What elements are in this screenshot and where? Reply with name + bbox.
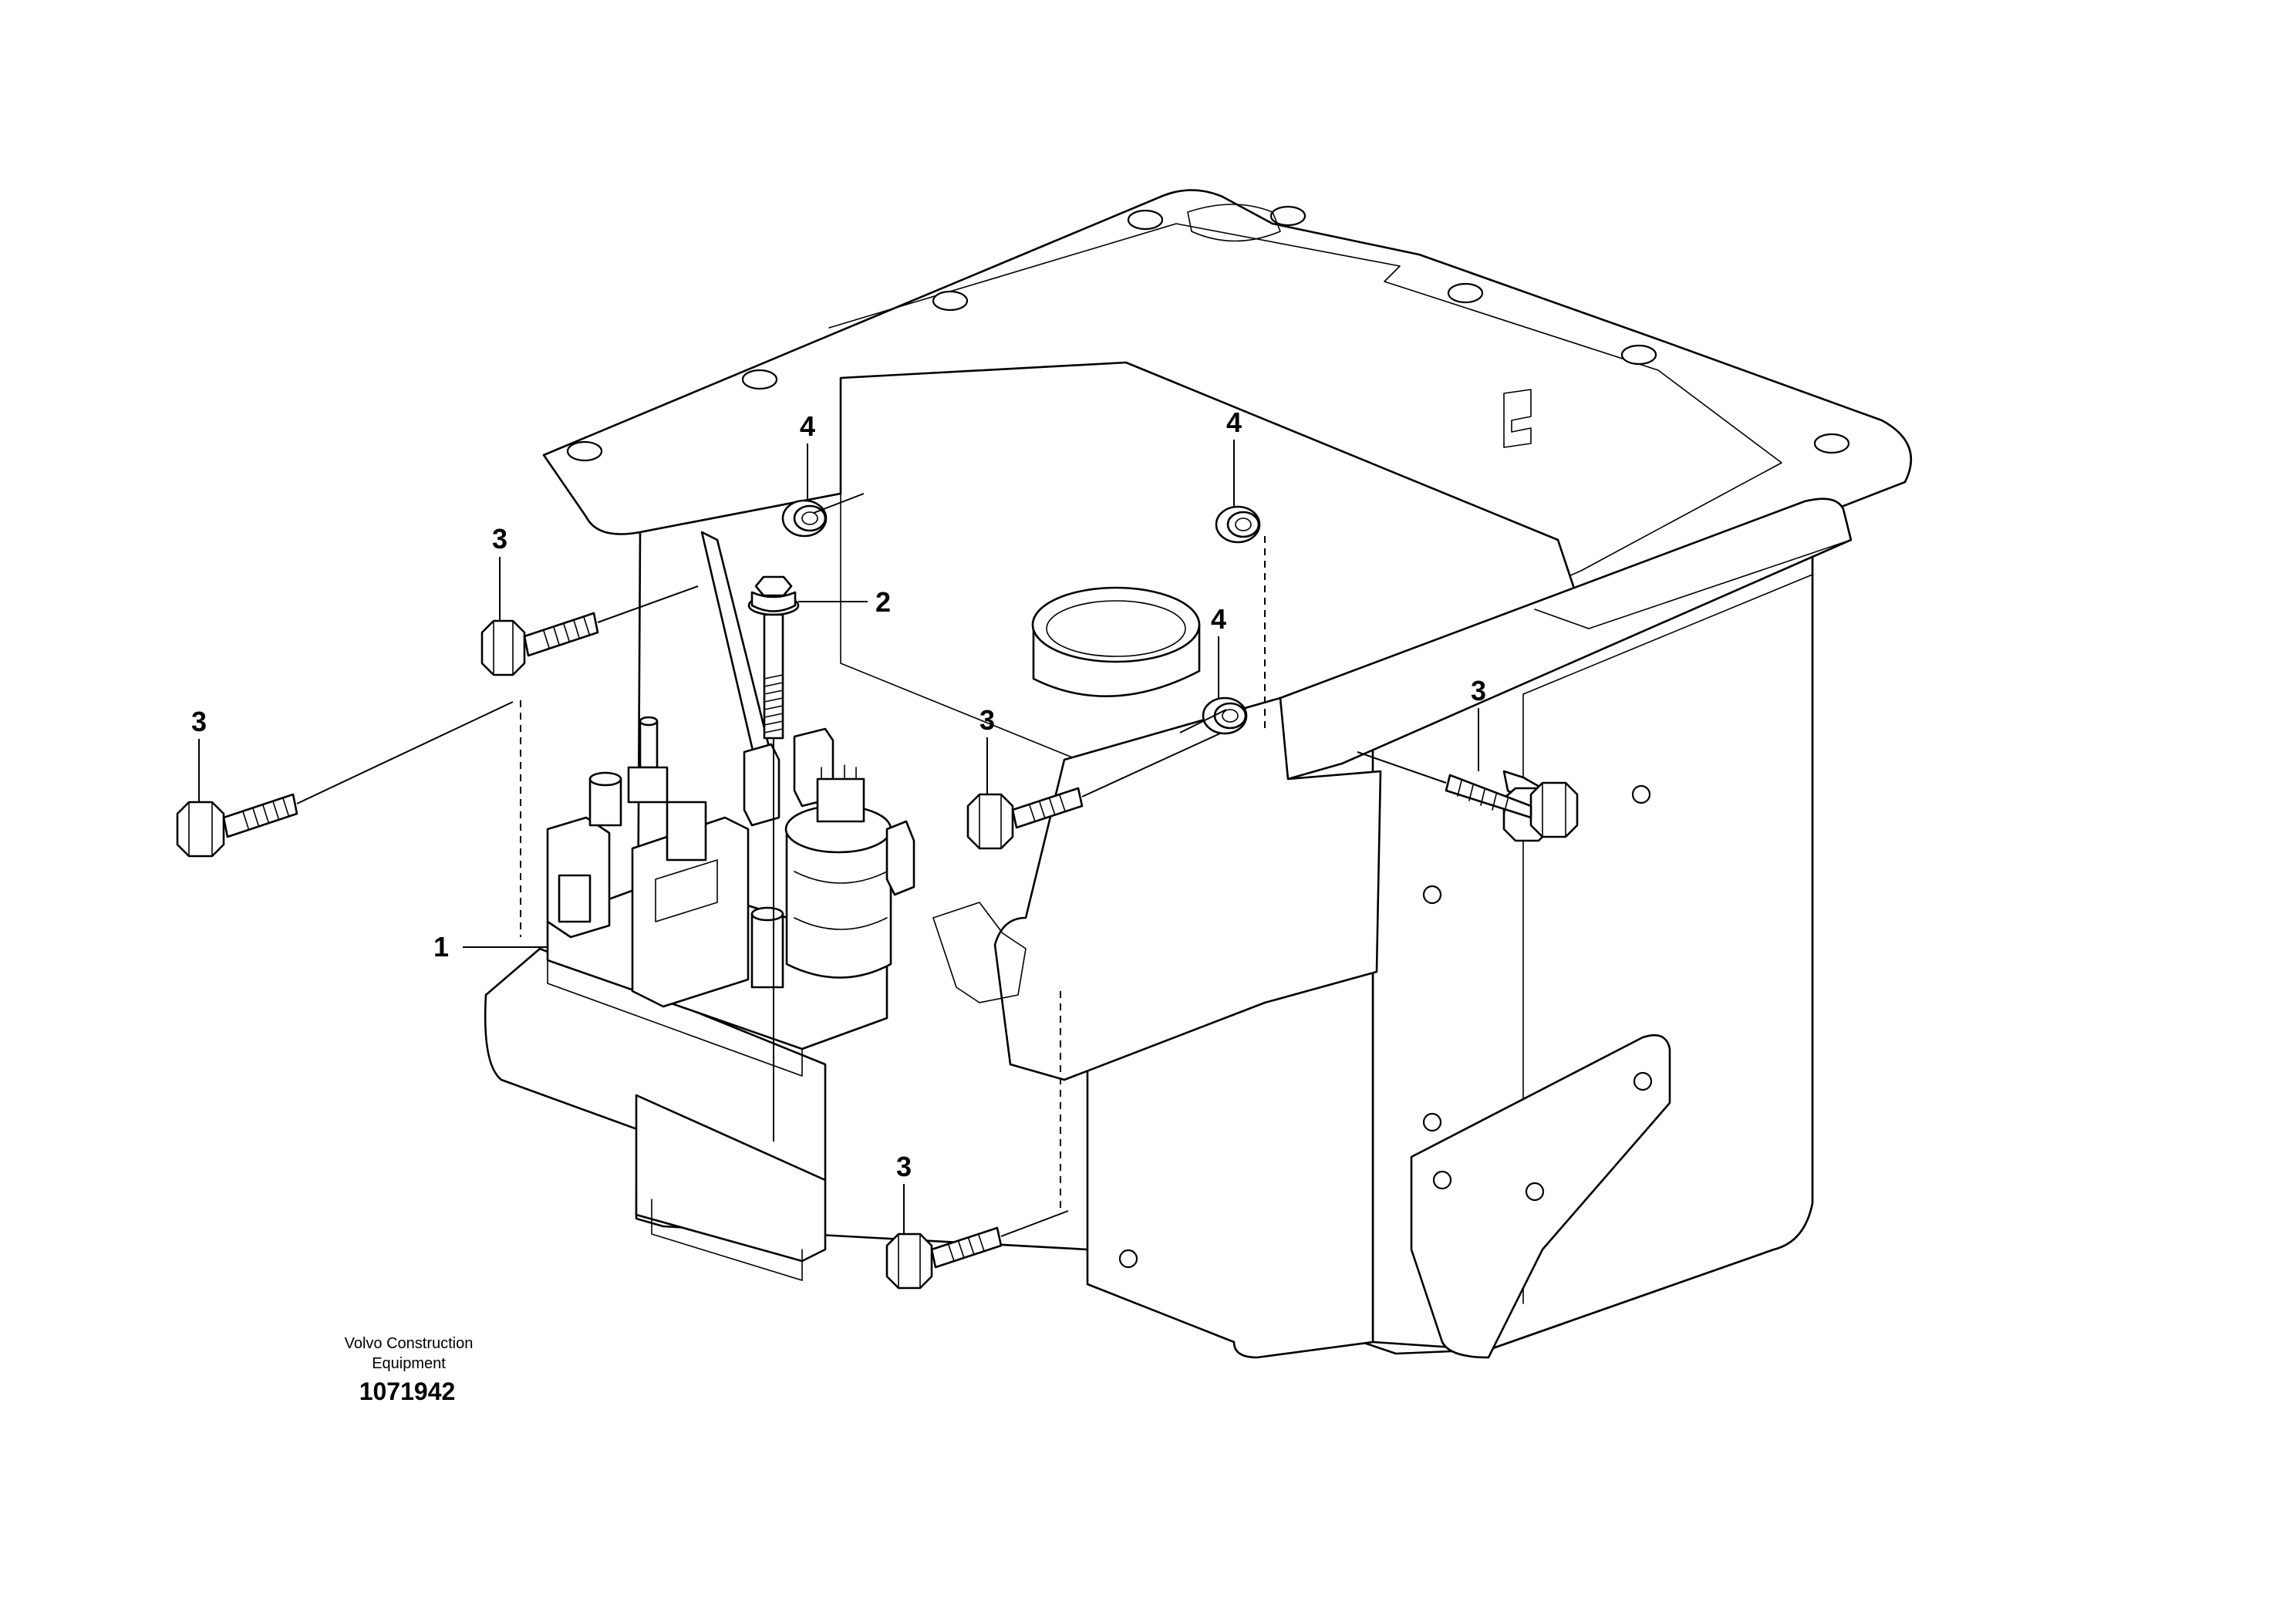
- bolt-3-right: [1357, 751, 1579, 842]
- credit-line-1: Volvo Construction: [345, 1335, 474, 1352]
- center-bracket-plate: [993, 696, 1382, 1081]
- callout-3-left: 3: [191, 706, 207, 737]
- alignment-lines: [520, 493, 1266, 1211]
- callout-3-right: 3: [1471, 675, 1486, 706]
- frame-assembly: [484, 189, 1912, 1359]
- callout-4-left: 4: [800, 410, 815, 442]
- bolt-3-center: [966, 728, 1231, 850]
- bolt-2: [747, 575, 800, 1141]
- mounting-plate-front: [635, 1094, 827, 1263]
- drawing-number: 1071942: [359, 1378, 456, 1405]
- callout-2: 2: [875, 586, 891, 618]
- bolt-3-upper-left: [480, 585, 699, 676]
- bolt-3-left: [176, 701, 514, 858]
- callouts: 1 2 3 3 3 3 3 4 4 4: [191, 406, 1486, 1234]
- nut-4-upper-right: [1215, 505, 1261, 544]
- nut-4-left: [781, 499, 828, 538]
- callout-4-upper-right: 4: [1226, 406, 1242, 438]
- bracket-edge: [1534, 539, 1852, 629]
- panel-fasteners: [1118, 784, 1653, 1269]
- bracket-cutout: [932, 902, 1027, 1003]
- tank-inner-top: [840, 362, 1559, 541]
- flange-notch: [1187, 204, 1281, 242]
- callout-3-bottom: 3: [896, 1151, 912, 1182]
- credit-block: Volvo Construction Equipment 1071942: [345, 1335, 474, 1405]
- filler-neck: [1031, 586, 1201, 697]
- callout-1: 1: [433, 931, 449, 963]
- flange-clip: [1503, 389, 1532, 448]
- bolt-3-bottom: [885, 1210, 1069, 1290]
- callout-4-center: 4: [1211, 603, 1226, 635]
- nut-4-center: [1202, 696, 1248, 735]
- tank-front-edge: [840, 493, 1088, 764]
- callout-3-upper-left: 3: [492, 523, 507, 555]
- credit-line-2: Equipment: [372, 1355, 446, 1372]
- mounting-plate-lower-lip: [651, 1199, 803, 1281]
- callout-3-center: 3: [979, 704, 995, 736]
- control-module: [546, 716, 915, 1077]
